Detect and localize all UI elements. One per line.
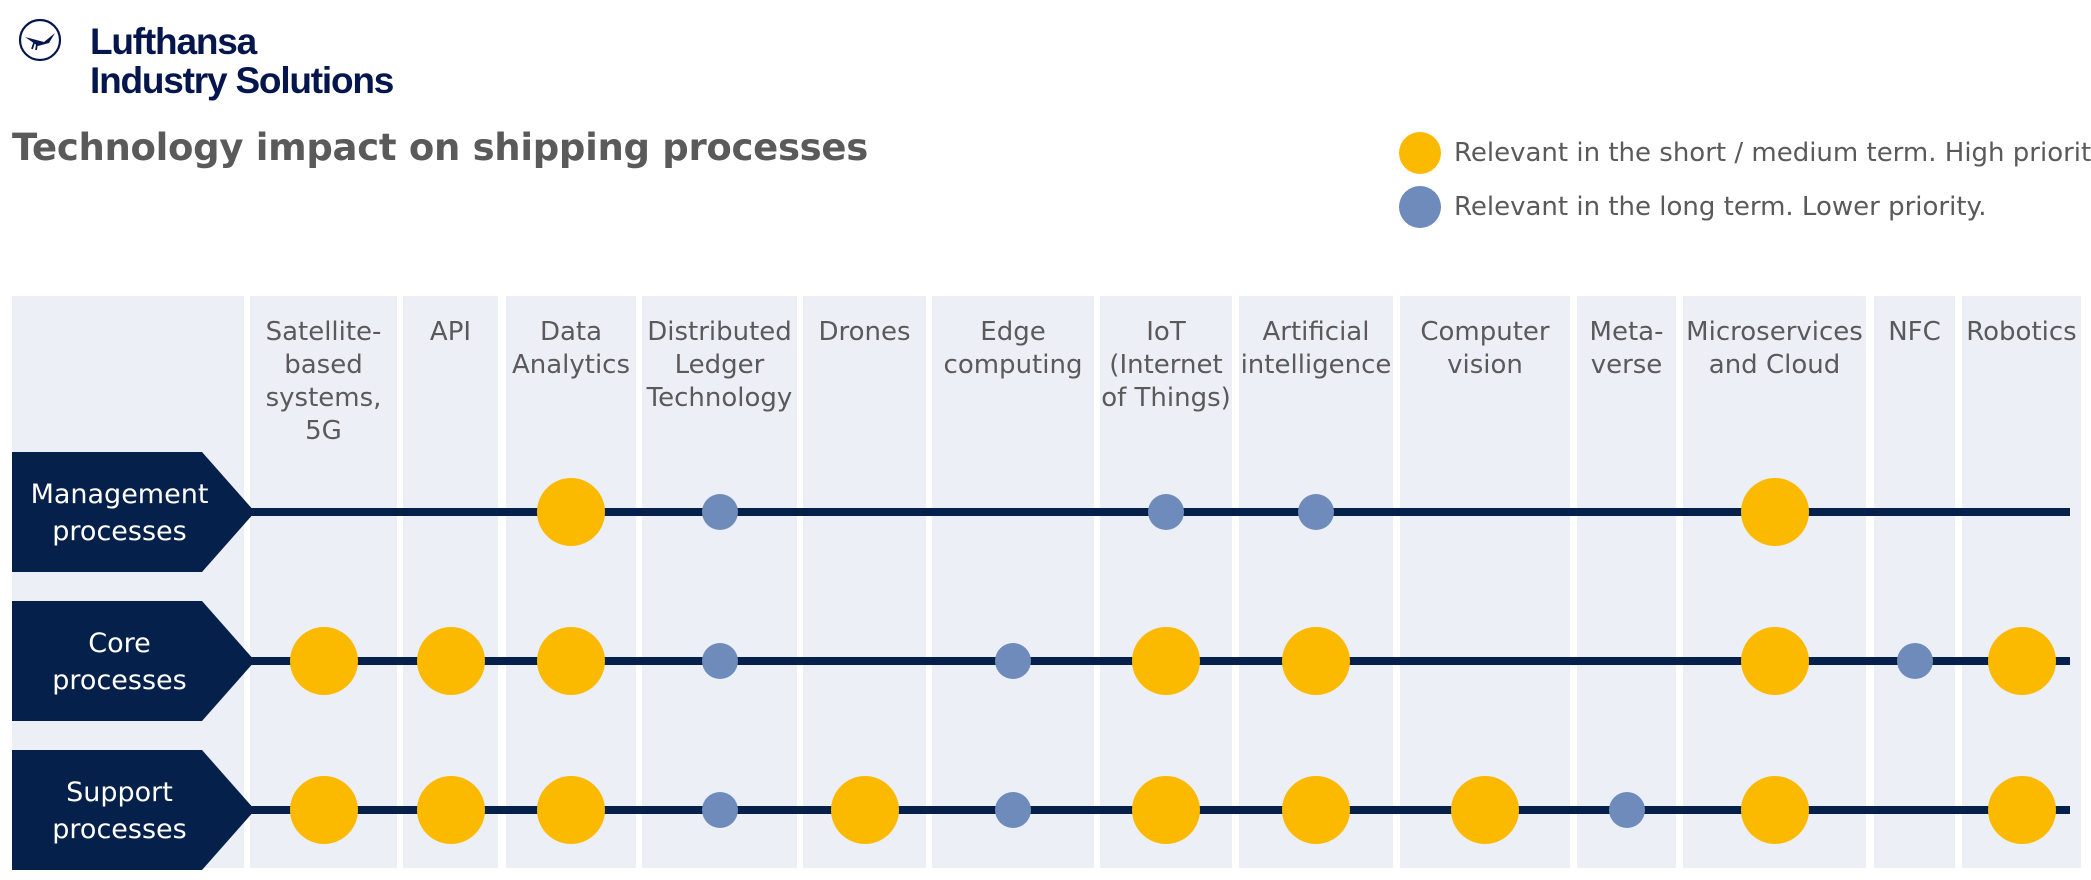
low-priority-dot (701, 643, 738, 679)
column-bg (1577, 296, 1676, 868)
legend-label-high: Relevant in the short / medium term. Hig… (1454, 138, 2091, 168)
high-priority-dot (830, 776, 899, 844)
column-bg (1683, 296, 1866, 868)
column-bg (932, 296, 1094, 868)
high-priority-dot (416, 627, 485, 695)
high-priority-dot (1987, 627, 2056, 695)
high-priority-dot (537, 776, 605, 844)
column-bg (1239, 296, 1393, 868)
column-header: API (429, 317, 472, 347)
low-priority-dot (995, 792, 1031, 828)
high-priority-dot (416, 776, 485, 844)
low-priority-dot (701, 494, 738, 530)
column-header: Robotics (1966, 317, 2077, 347)
high-priority-dot (1132, 627, 1200, 695)
high-priority-dot (1740, 776, 1809, 844)
page-title: Technology impact on shipping processes (12, 126, 868, 169)
column-header: Drones (818, 317, 911, 347)
brand-line-1: Lufthansa (90, 21, 257, 62)
column-bg (1874, 296, 1955, 868)
column-bg (250, 296, 397, 868)
brand-name: Lufthansa Industry Solutions (90, 21, 394, 101)
high-priority-dot (1282, 776, 1350, 844)
crane-icon (18, 18, 62, 62)
low-priority-dot (1298, 494, 1334, 530)
low-priority-dot (995, 643, 1031, 679)
high-priority-dot (289, 776, 358, 844)
high-priority-dot (289, 627, 358, 695)
high-priority-dot (1282, 627, 1350, 695)
low-priority-dot (1148, 494, 1184, 530)
low-priority-dot (1896, 643, 1933, 679)
low-priority-dot (701, 792, 738, 828)
column-bg (1962, 296, 2081, 868)
column-bg (803, 296, 926, 868)
high-priority-dot (1740, 627, 1809, 695)
high-priority-dot (1987, 776, 2056, 844)
high-priority-dot (537, 478, 605, 546)
high-priority-dot (1132, 776, 1200, 844)
brand-line-2: Industry Solutions (90, 60, 394, 101)
column-bg (642, 296, 797, 868)
high-priority-dot (1740, 478, 1809, 546)
low-priority-dot (1608, 792, 1645, 828)
legend-label-low: Relevant in the long term. Lower priorit… (1454, 192, 1987, 222)
low-priority-dot-icon (1399, 186, 1441, 228)
column-bg (1400, 296, 1570, 868)
column-bg (1100, 296, 1232, 868)
high-priority-dot (1451, 776, 1519, 844)
high-priority-dot-icon (1399, 132, 1441, 174)
column-header: Meta-verse (1589, 317, 1664, 380)
column-bg (506, 296, 636, 868)
column-bg (403, 296, 498, 868)
high-priority-dot (537, 627, 605, 695)
column-header: NFC (1888, 317, 1941, 347)
